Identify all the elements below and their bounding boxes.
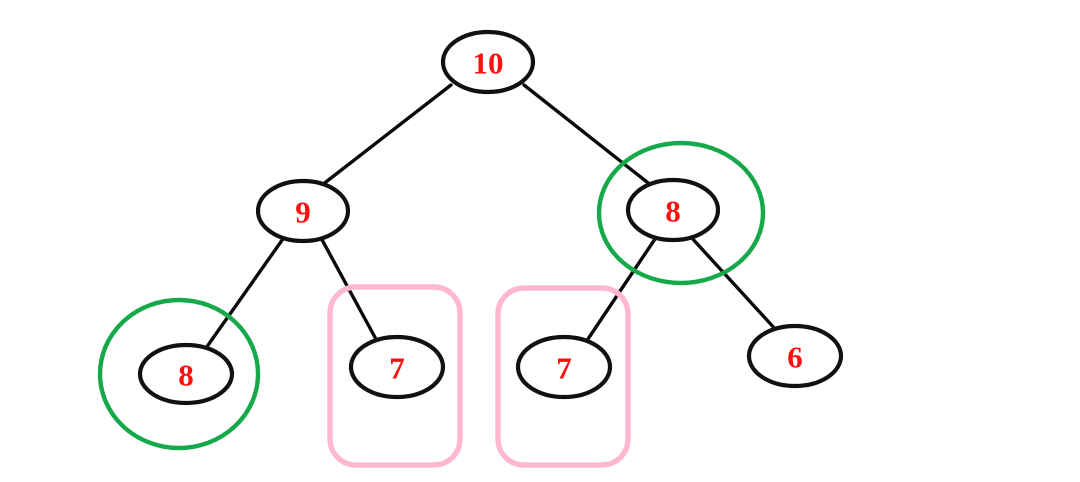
node-label-left: 9 xyxy=(295,195,311,230)
node-circle-rr xyxy=(746,323,844,389)
node-circle-right xyxy=(625,177,721,243)
edge-right-rr xyxy=(688,234,779,333)
tree-node-left[interactable]: 9 xyxy=(255,178,351,244)
edges-group xyxy=(204,83,779,350)
green-highlights-group xyxy=(97,140,766,451)
green-circle-right-8 xyxy=(596,140,766,286)
nodes-group: 10 9 8 8 7 7 6 xyxy=(137,29,844,406)
node-circle-ll xyxy=(137,342,235,406)
tree-node-ll[interactable]: 8 xyxy=(137,342,235,406)
node-label-rr: 6 xyxy=(787,340,803,375)
tree-node-lr[interactable]: 7 xyxy=(348,334,446,400)
node-label-lr: 7 xyxy=(389,351,405,386)
tree-node-rl[interactable]: 7 xyxy=(515,334,613,400)
node-circle-rl xyxy=(515,334,613,400)
tree-node-root[interactable]: 10 xyxy=(440,29,536,95)
pink-box-left-7 xyxy=(327,284,463,468)
pink-highlights-group xyxy=(327,284,631,468)
node-circle-left xyxy=(255,178,351,244)
node-label-right: 8 xyxy=(665,194,681,229)
green-circle-left-8 xyxy=(97,297,261,451)
pink-box-right-7 xyxy=(495,285,631,468)
node-label-root: 10 xyxy=(473,46,504,81)
tree-node-right[interactable]: 8 xyxy=(625,177,721,243)
edge-root-right xyxy=(522,83,654,188)
edge-left-ll xyxy=(204,234,287,350)
node-label-ll: 8 xyxy=(178,358,194,393)
node-label-rl: 7 xyxy=(556,351,572,386)
node-circle-root xyxy=(440,29,536,95)
edge-root-left xyxy=(320,83,453,187)
edge-right-rl xyxy=(584,234,659,344)
tree-node-rr[interactable]: 6 xyxy=(746,323,844,389)
node-circle-lr xyxy=(348,334,446,400)
